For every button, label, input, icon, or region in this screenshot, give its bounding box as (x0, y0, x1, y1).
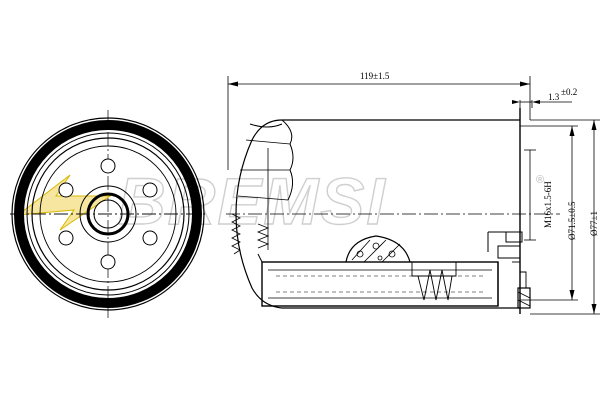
watermark-registered-mark: ® (536, 174, 544, 186)
dim-thread-tolerance-label: ±0.2 (561, 87, 577, 97)
watermark-logo: BREMSI ® (16, 163, 544, 239)
filter-element (261, 261, 499, 307)
dimension-lines (227, 76, 600, 315)
pleat-zigzag (231, 213, 241, 255)
inlet-holes (58, 158, 158, 270)
dim-inner-diameter-label: Ø71.5±0.5 (567, 201, 577, 240)
filter-side-section (226, 108, 560, 314)
dim-thread-label: M16x1.5-6H (543, 181, 553, 228)
watermark-text: BREMSI (118, 164, 387, 238)
watermark-swoosh-icon (16, 174, 112, 231)
inlet-hole (100, 158, 116, 174)
dim-length-label: 119±1.5 (360, 71, 390, 81)
inlet-hole (100, 254, 116, 270)
relief-valve-spring (417, 269, 453, 301)
dim-outer-diameter-label: Ø77±1 (589, 211, 599, 236)
inlet-hole (142, 230, 158, 246)
inlet-hole (58, 230, 74, 246)
filter-front-view (10, 110, 206, 318)
dim-thread-thickness-label: 1.3 (548, 92, 560, 102)
inlet-hole (142, 182, 158, 198)
anti-drain-valve (345, 235, 411, 263)
inlet-hole (58, 182, 74, 198)
